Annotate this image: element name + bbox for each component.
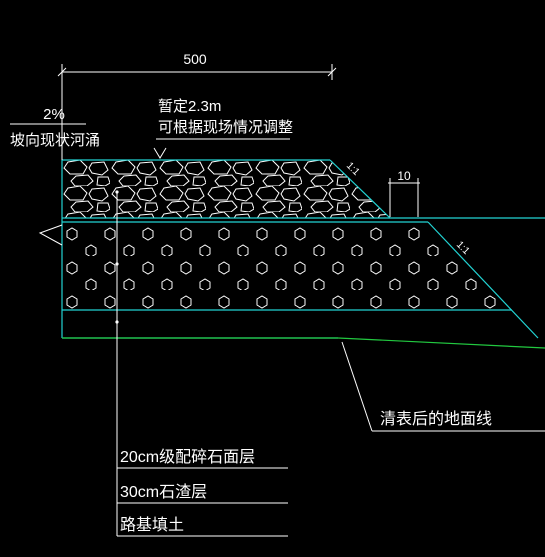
- section-outline: [61, 159, 545, 339]
- ballast-layer: [62, 222, 512, 310]
- cross-slope-note: 坡向现状河涌: [10, 132, 100, 149]
- break-line-symbol: [38, 224, 63, 246]
- existing-ground-line: [62, 337, 545, 349]
- top-width-dimension-text: 500: [183, 51, 207, 67]
- layer-label-surface: 20cm级配碎石面层: [120, 448, 255, 466]
- top-note-line1: 暂定2.3m: [158, 98, 221, 115]
- top-note-line2: 可根据现场情况调整: [158, 119, 293, 136]
- berm-dimension: [388, 178, 420, 217]
- leader-dot-subgrade: [115, 320, 119, 324]
- leader-dot-surface: [115, 190, 119, 194]
- top-note-leader-arrow: [153, 147, 167, 159]
- berm-dimension-text: 10: [397, 169, 411, 183]
- cross-slope-value: 2%: [43, 106, 65, 123]
- ground-line-label: 清表后的地面线: [380, 410, 492, 428]
- layer-label-subgrade: 路基填土: [120, 516, 184, 534]
- leader-dot-ballast: [115, 262, 119, 266]
- layer-label-ballast: 30cm石渣层: [120, 483, 207, 501]
- layer-label-underlines: [117, 467, 288, 537]
- gravel-surface-layer: [62, 160, 390, 218]
- top-width-dimension: [57, 64, 337, 160]
- ground-label-leader: [341, 341, 373, 432]
